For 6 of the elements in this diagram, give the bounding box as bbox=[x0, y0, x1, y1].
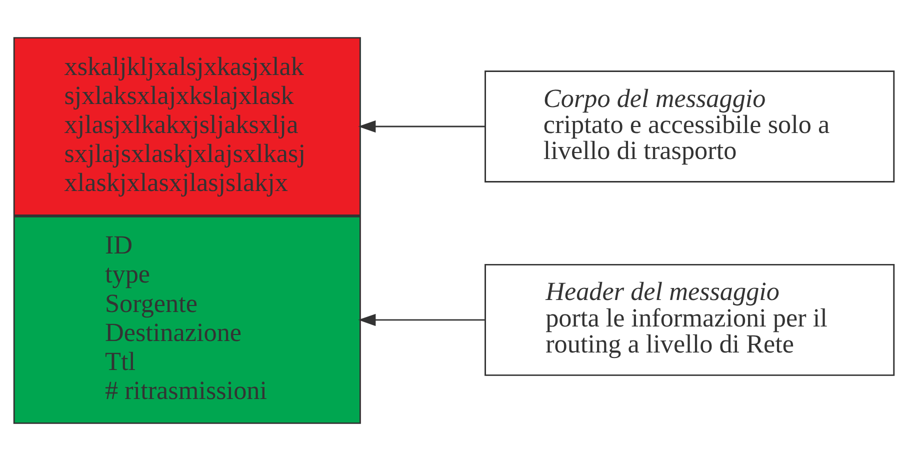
node-box: Corpo del messaggio criptato e accessibile solo a livello di trasporto bbox=[484, 70, 895, 183]
node-box: xskaljkljxalsjxkasjxlak sjxlaksxlajxkslajxlask xjlasjxlkakxjsljaksxlja sxjlajsxlaskjxlajsxlkasj xlaskjxlasxjlasjslakjx bbox=[13, 37, 361, 216]
arrow bbox=[358, 120, 485, 133]
node-box: ID type Sorgente Destinazione Ttl # ritrasmissioni bbox=[13, 216, 361, 424]
arrow bbox=[358, 314, 485, 326]
node-box: Header del messaggio porta le informazioni per il routing a livello di Rete bbox=[484, 264, 895, 376]
